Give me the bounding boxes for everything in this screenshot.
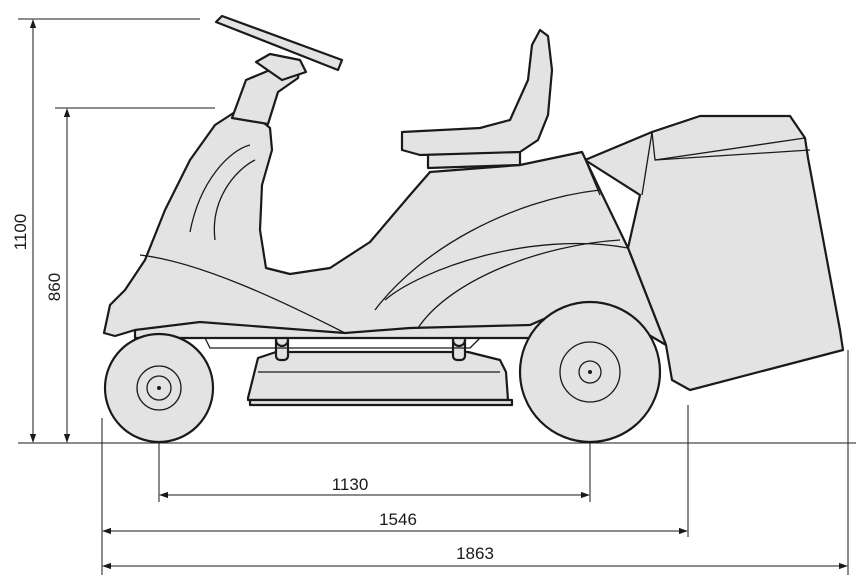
front-wheel	[103, 332, 215, 444]
height-seat-label: 860	[45, 273, 64, 301]
ride-on-mower-illustration	[102, 14, 845, 444]
dimension-height-total: 1100	[11, 18, 200, 443]
seat	[400, 28, 554, 170]
height-total-label: 1100	[11, 214, 30, 251]
length-total-label: 1863	[456, 544, 494, 563]
rear-wheel	[518, 300, 662, 444]
length-no-bag-label: 1546	[379, 510, 417, 529]
wheelbase-label: 1130	[332, 475, 369, 494]
steering	[214, 14, 344, 126]
cutting-deck	[246, 332, 514, 407]
dimension-length-total: 1863	[102, 544, 848, 570]
dimension-length-no-bag: 1546	[102, 510, 688, 535]
main-body	[102, 110, 668, 347]
dimension-height-seat: 860	[45, 107, 215, 443]
dimension-wheelbase: 1130	[159, 475, 590, 499]
